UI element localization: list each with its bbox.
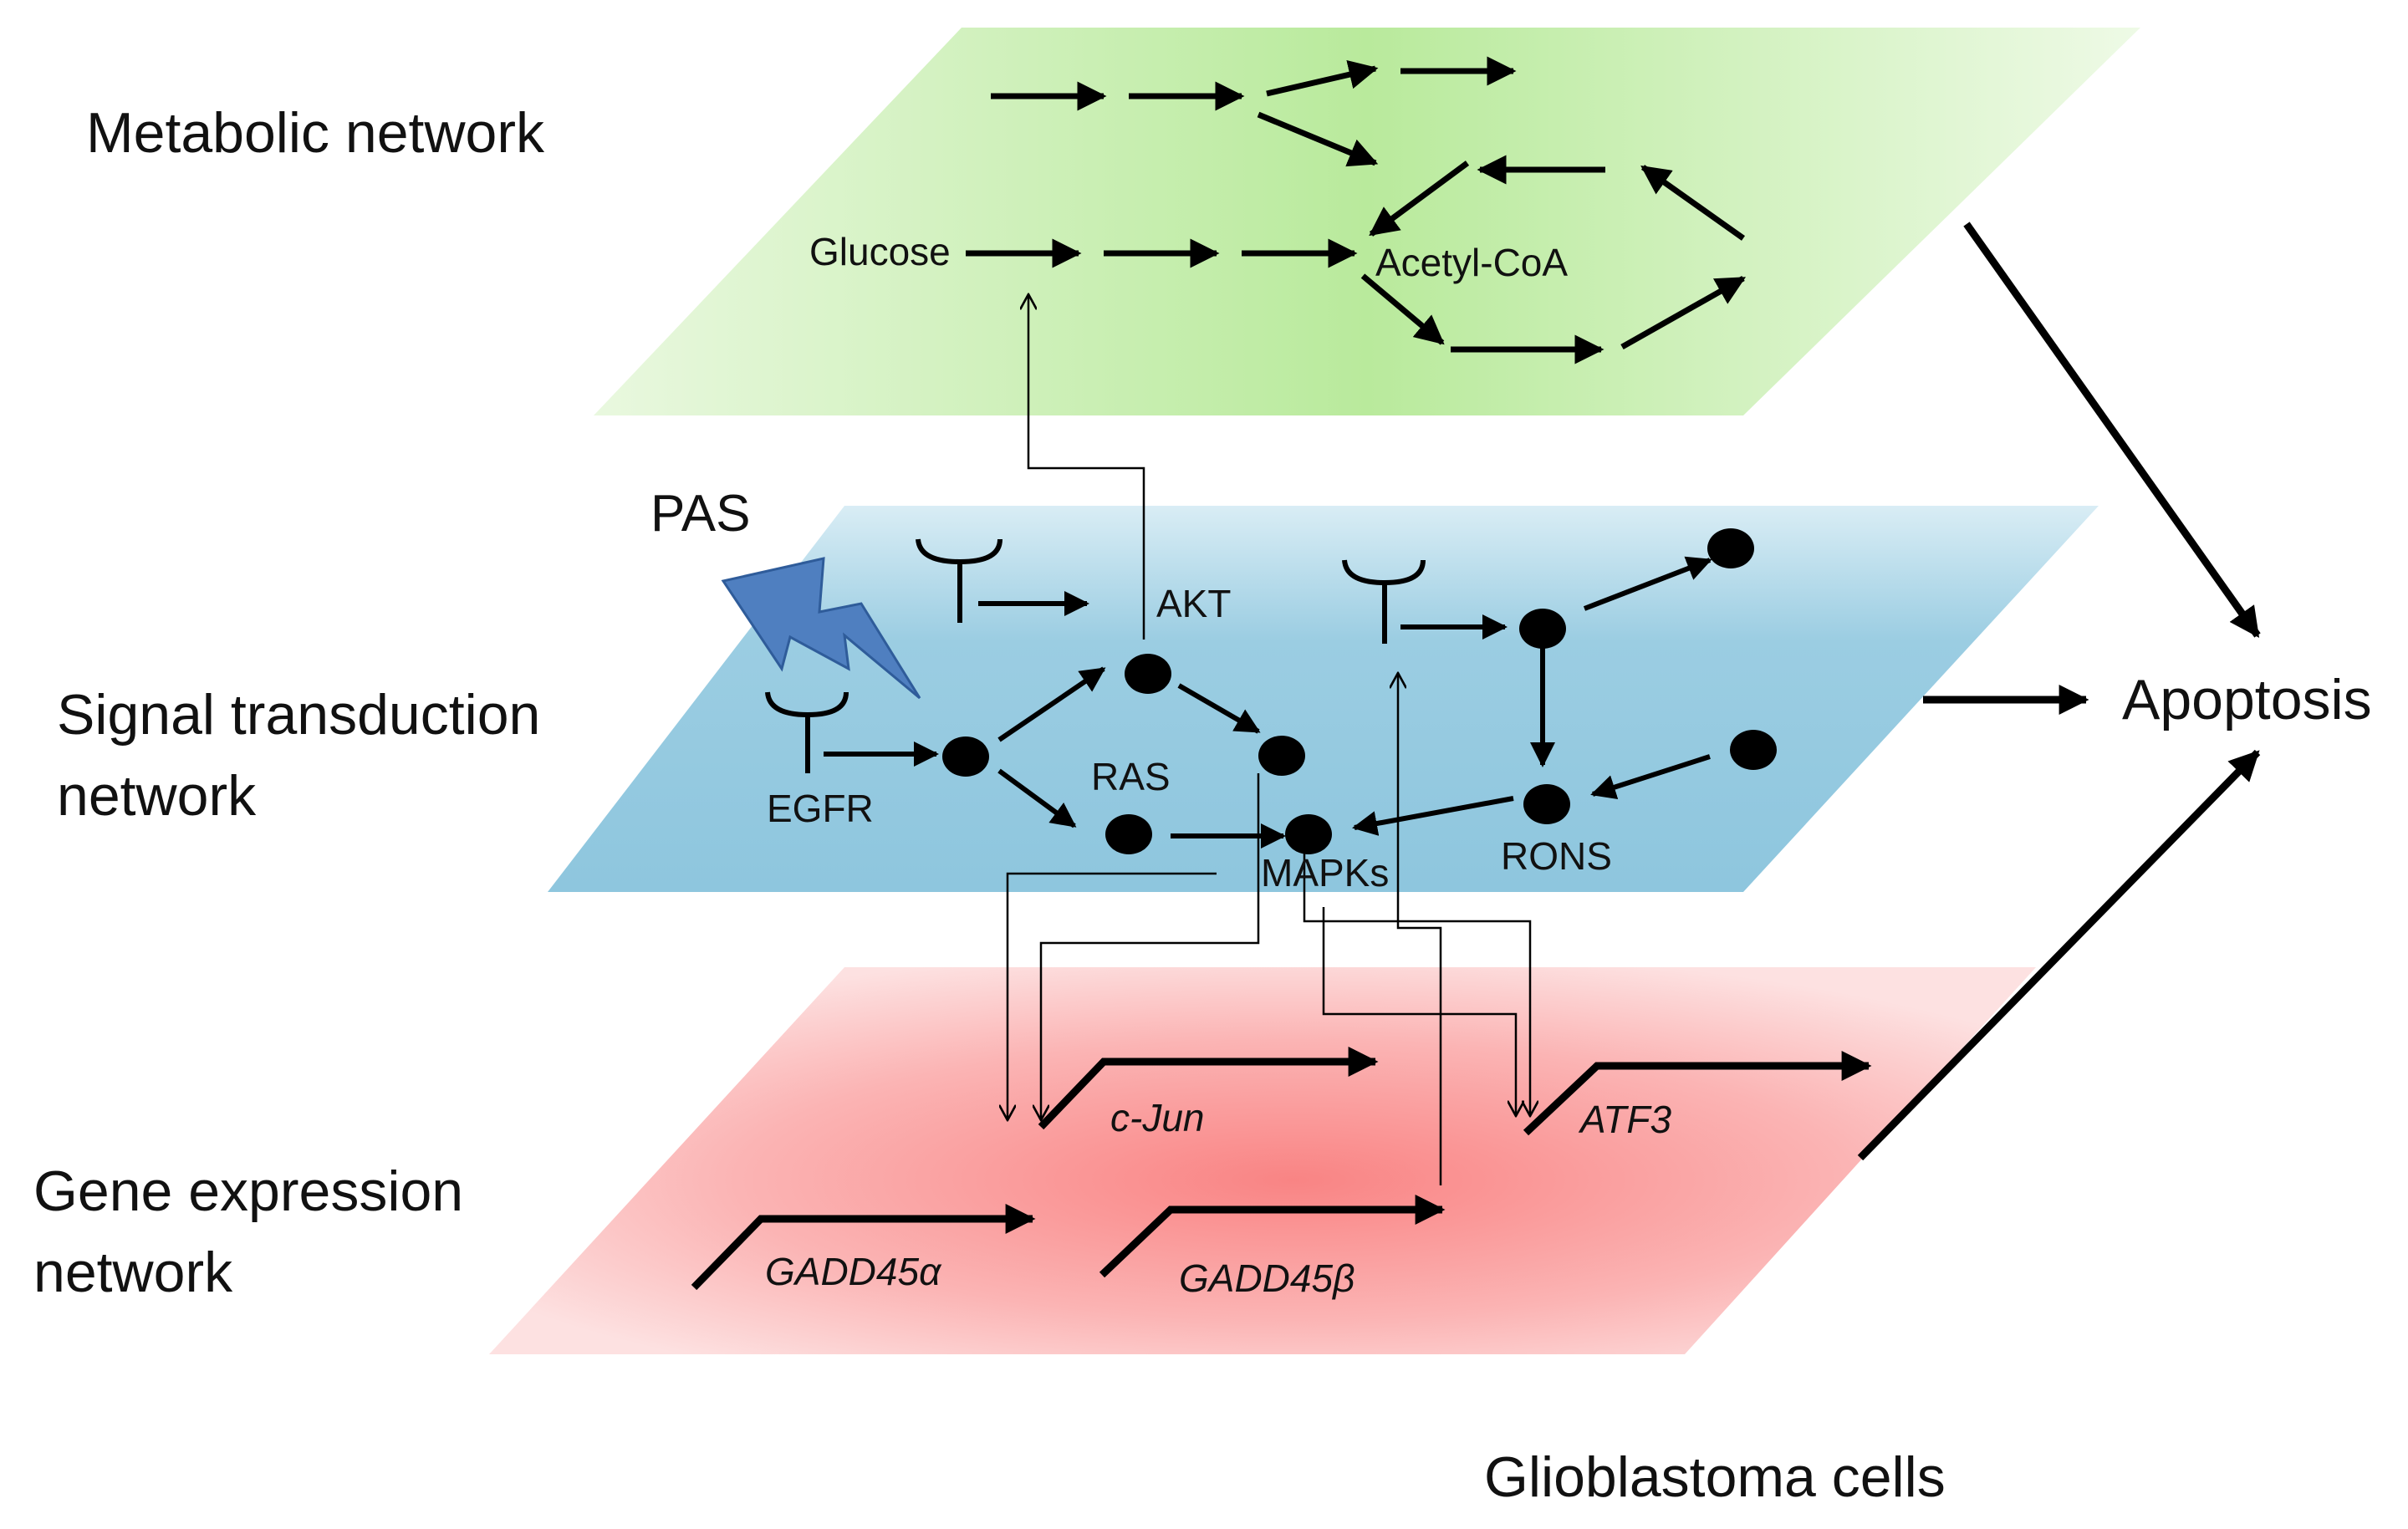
egfr-label: EGFR [767,787,874,830]
apoptosis-label: Apoptosis [2122,668,2372,731]
metabolic-network-title: Metabolic network [86,101,545,165]
metabolic-layer-plane [594,28,2140,415]
mapks-label: MAPKs [1261,851,1389,894]
lightning-bolt-icon [721,557,921,700]
signal-network-title-line2: network [57,764,257,828]
gene-promoter-arrows [691,1047,1872,1291]
signal-node-dots [942,528,1777,854]
rons-label: RONS [1501,834,1612,878]
apoptosis-arrows [1857,222,2261,1161]
glioblastoma-caption: Glioblastoma cells [1484,1445,1946,1509]
signal-network-title-line1: Signal transduction [57,683,540,747]
signal-layer-plane [548,506,2099,892]
pas-label: PAS [650,485,750,543]
ras-label: RAS [1091,755,1171,798]
glucose-label: Glucose [809,230,951,273]
gene-network-title-line2: network [33,1241,233,1304]
receptor-icons [765,538,1426,773]
acetyl-coa-label: Acetyl-CoA [1375,241,1568,284]
cjun-gene-label: c-Jun [1110,1096,1204,1139]
gadd45b-gene-label: GADD45β [1179,1256,1354,1300]
atf3-gene-label: ATF3 [1578,1098,1671,1141]
akt-label: AKT [1156,582,1231,625]
cross-layer-connectors [1008,294,1530,1185]
metabolic-pathway-arrows [966,56,1747,364]
gene-network-title-line1: Gene expression [33,1159,463,1223]
signal-pathway-arrows [824,556,1712,849]
gadd45a-gene-label: GADD45α [765,1250,942,1293]
